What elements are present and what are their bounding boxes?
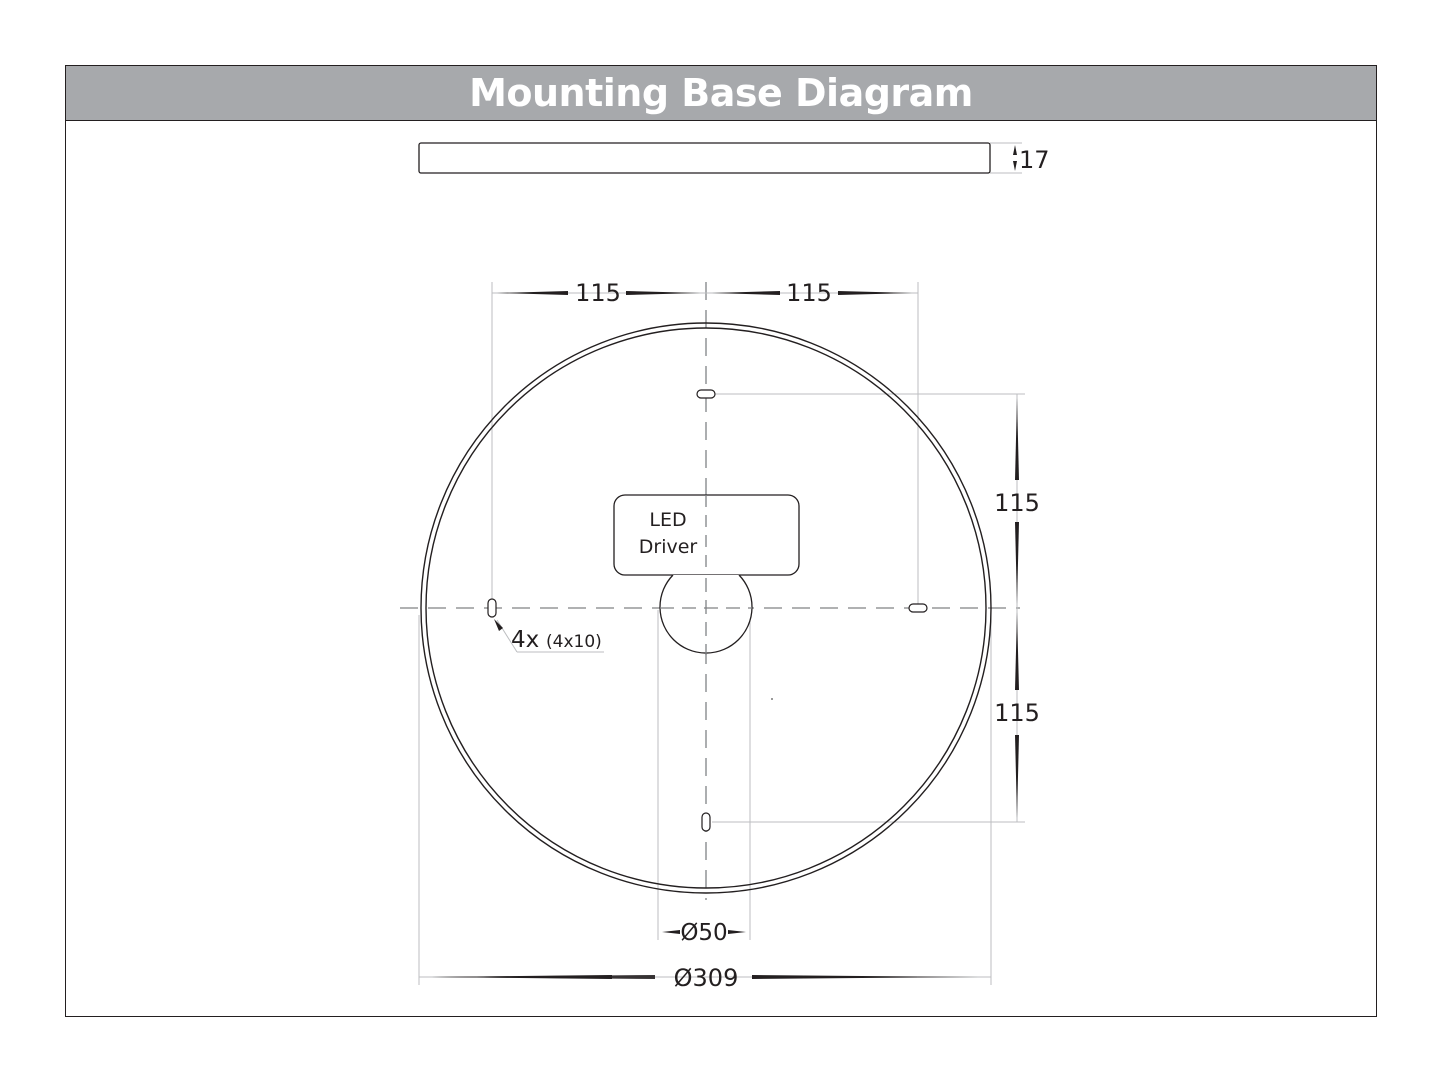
diagram-frame: Mounting Base Diagram [65,65,1377,1017]
horizontal-dimensions: 115 115 [492,279,918,307]
slot-right [908,603,928,613]
dimension-arrow-up-icon [1013,145,1017,155]
diagram-title: Mounting Base Diagram [469,71,973,115]
slot-left [487,598,497,618]
vertical-dimensions: 115 115 [994,394,1040,822]
outer-diameter: Ø309 [674,964,739,992]
lower-offset-dimension: 115 [994,699,1040,727]
thickness-dimension: 17 [1019,146,1050,174]
slot-top [696,389,716,399]
center-hole-diameter: Ø50 [680,920,727,946]
left-offset-dimension: 115 [575,279,621,307]
base-outline [420,322,992,894]
title-bar: Mounting Base Diagram [66,66,1376,121]
center-hole-dimension: Ø50 [662,920,746,946]
center-hole [659,574,753,655]
driver-label-line2: Driver [639,536,698,558]
dimension-arrow-down-icon [1013,161,1017,171]
upper-offset-dimension: 115 [994,489,1040,517]
dot-mark [771,698,773,700]
driver-label-line1: LED [649,509,686,531]
side-view: 17 [418,142,1050,174]
inner-circle [425,327,987,889]
led-driver-box: LED Driver [613,494,800,576]
outer-circle [420,322,992,894]
slot-bottom [701,812,711,832]
base-side-profile [418,142,991,174]
callout-arrow-icon [494,619,503,631]
slot-callout: 4x (4x10) [494,619,602,653]
outer-diameter-dimension: Ø309 [419,964,991,992]
right-offset-dimension: 115 [786,279,832,307]
mounting-slots [487,389,928,832]
extension-lines [418,282,1025,985]
slot-size-label: (4x10) [546,632,602,652]
slot-count-label: 4x [511,627,539,653]
